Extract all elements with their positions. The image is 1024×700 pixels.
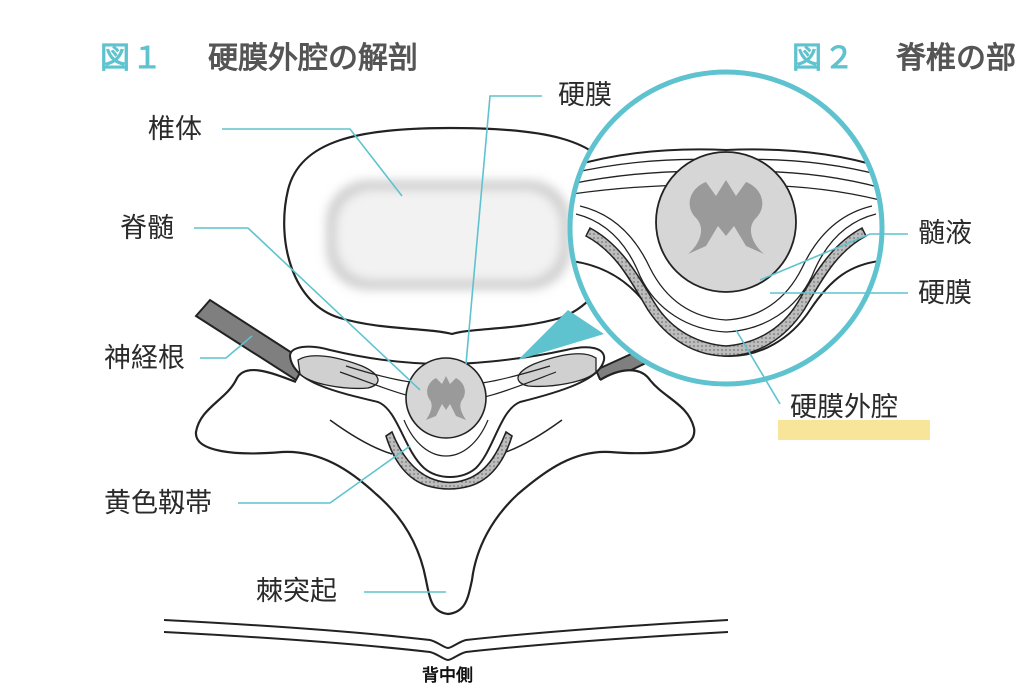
leader-nerve-root: [200, 335, 253, 359]
label-nerve-root: 神経根: [104, 343, 185, 374]
epidural-highlight-bar: [778, 420, 930, 440]
spinal-canal: [288, 345, 606, 490]
label-dura-right: 硬膜: [918, 278, 972, 309]
leader-dura-top: [465, 95, 542, 365]
label-ligamentum-flavum: 黄色靱帯: [104, 488, 212, 519]
zoom-circle: [567, 69, 885, 387]
label-dorsal-side: 背中側: [422, 666, 473, 686]
leader-vertebral-body: [222, 128, 403, 197]
zoom-wedge: [518, 310, 604, 360]
nerve-root-left: [194, 298, 308, 382]
figure1-number: 図１: [100, 41, 164, 76]
leader-lines: [194, 95, 908, 593]
leader-csf: [759, 233, 908, 281]
label-dura-top: 硬膜: [558, 80, 612, 111]
figure2-title: 脊椎の部: [896, 41, 1016, 76]
label-epidural-space: 硬膜外腔: [790, 392, 898, 423]
figure1-title: 硬膜外腔の解剖: [208, 41, 418, 76]
back-skin-lines: [163, 619, 729, 662]
leader-epidural-space: [735, 329, 781, 405]
label-vertebral-body: 椎体: [148, 114, 202, 145]
leader-spinal-cord: [194, 227, 421, 391]
leader-ligamentum-flavum: [238, 445, 411, 504]
label-spinal-cord: 脊髄: [120, 213, 174, 244]
figure2-number: 図２: [792, 41, 856, 76]
vertebral-body: [283, 126, 623, 336]
label-csf: 髄液: [918, 218, 972, 249]
label-spinous-process: 棘突起: [256, 576, 337, 607]
